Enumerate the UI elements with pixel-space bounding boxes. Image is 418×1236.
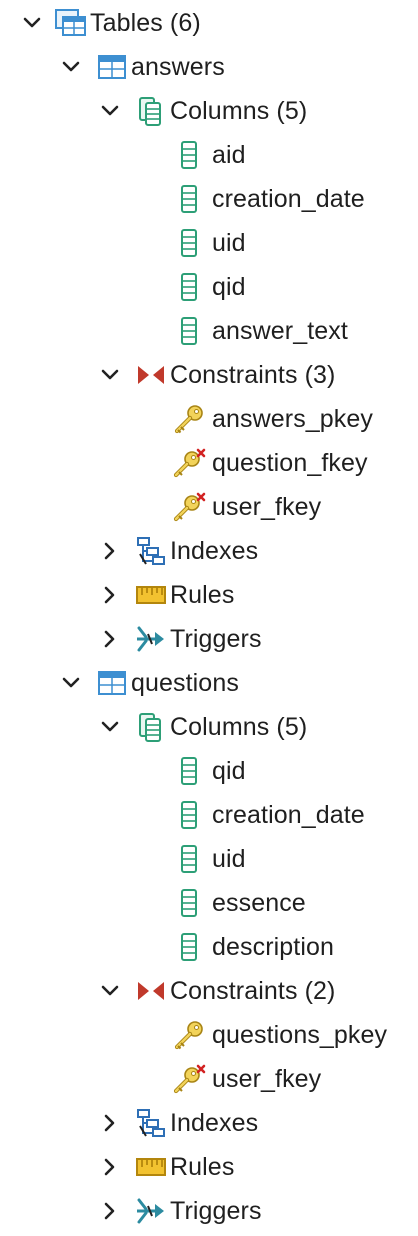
column-icon: [172, 140, 206, 170]
triggers-icon: [134, 1196, 168, 1226]
tree-node-label: Indexes: [170, 1109, 259, 1137]
chevron-right-icon[interactable]: [98, 627, 122, 651]
tree-node-constraints[interactable]: Constraints (3): [98, 353, 335, 397]
tree-leaf-constraint[interactable]: user_fkey: [172, 1057, 321, 1101]
column-icon: [172, 932, 206, 962]
indexes-icon: [134, 1108, 168, 1138]
chevron-down-icon[interactable]: [98, 363, 122, 387]
tree-node-label: Tables (6): [90, 9, 201, 37]
tree-node-table-answers[interactable]: answers: [59, 45, 225, 89]
tree-node-label: Rules: [170, 581, 235, 609]
tree-leaf-label: user_fkey: [212, 493, 322, 521]
column-icon: [172, 888, 206, 918]
tree-node-label: questions: [131, 669, 239, 697]
primary-key-icon: [172, 404, 206, 434]
tree-leaf-label: uid: [212, 845, 246, 873]
indexes-icon: [134, 536, 168, 566]
column-icon: [172, 800, 206, 830]
tree-leaf-column[interactable]: creation_date: [172, 793, 365, 837]
tree-leaf-column[interactable]: qid: [172, 265, 246, 309]
table-icon: [95, 668, 129, 698]
tree-leaf-label: user_fkey: [212, 1065, 322, 1093]
tree-leaf-column[interactable]: qid: [172, 749, 246, 793]
chevron-down-icon[interactable]: [20, 11, 44, 35]
tree-node-indexes[interactable]: Indexes: [98, 1101, 258, 1145]
chevron-right-icon[interactable]: [98, 583, 122, 607]
chevron-right-icon[interactable]: [98, 1111, 122, 1135]
tree-node-label: Triggers: [170, 1197, 262, 1225]
chevron-down-icon[interactable]: [59, 671, 83, 695]
rules-icon: [134, 1152, 168, 1182]
tree-leaf-label: answers_pkey: [212, 405, 374, 433]
tree-leaf-label: questions_pkey: [212, 1021, 388, 1049]
tree-leaf-label: qid: [212, 273, 246, 301]
tree-node-label: Columns (5): [170, 97, 308, 125]
tree-node-constraints[interactable]: Constraints (2): [98, 969, 335, 1013]
foreign-key-icon: [172, 448, 206, 478]
tree-node-triggers[interactable]: Triggers: [98, 617, 262, 661]
chevron-down-icon[interactable]: [98, 979, 122, 1003]
tree-leaf-label: uid: [212, 229, 246, 257]
tree-node-triggers[interactable]: Triggers: [98, 1189, 262, 1233]
tree-leaf-constraint[interactable]: question_fkey: [172, 441, 368, 485]
chevron-right-icon[interactable]: [98, 1199, 122, 1223]
chevron-right-icon[interactable]: [98, 1155, 122, 1179]
tree-node-label: Constraints (2): [170, 977, 336, 1005]
constraints-icon: [134, 976, 168, 1006]
tree-leaf-constraint[interactable]: user_fkey: [172, 485, 321, 529]
column-icon: [172, 756, 206, 786]
tree-leaf-label: answer_text: [212, 317, 348, 345]
chevron-down-icon[interactable]: [98, 99, 122, 123]
foreign-key-icon: [172, 492, 206, 522]
rules-icon: [134, 580, 168, 610]
tree-leaf-column[interactable]: description: [172, 925, 334, 969]
tree-node-label: Constraints (3): [170, 361, 336, 389]
primary-key-icon: [172, 1020, 206, 1050]
tree-leaf-label: creation_date: [212, 185, 365, 213]
tree-node-table-questions[interactable]: questions: [59, 661, 239, 705]
tree-node-columns[interactable]: Columns (5): [98, 705, 307, 749]
tree-node-indexes[interactable]: Indexes: [98, 529, 258, 573]
foreign-key-icon: [172, 1064, 206, 1094]
tree-leaf-label: description: [212, 933, 334, 961]
tree-node-rules[interactable]: Rules: [98, 1145, 234, 1189]
column-icon: [172, 184, 206, 214]
tables-icon: [54, 8, 88, 38]
tree-leaf-column[interactable]: uid: [172, 837, 246, 881]
tree-leaf-label: aid: [212, 141, 246, 169]
table-icon: [95, 52, 129, 82]
tree-node-label: answers: [131, 53, 225, 81]
tree-node-label: Indexes: [170, 537, 259, 565]
tree-leaf-column[interactable]: creation_date: [172, 177, 365, 221]
tree-leaf-label: qid: [212, 757, 246, 785]
tree-leaf-column[interactable]: aid: [172, 133, 246, 177]
tree-leaf-constraint[interactable]: answers_pkey: [172, 397, 373, 441]
triggers-icon: [134, 624, 168, 654]
tree-leaf-column[interactable]: answer_text: [172, 309, 348, 353]
columns-icon: [134, 96, 168, 126]
column-icon: [172, 316, 206, 346]
column-icon: [172, 844, 206, 874]
tree-node-label: Triggers: [170, 625, 262, 653]
tree-node-label: Columns (5): [170, 713, 308, 741]
constraints-icon: [134, 360, 168, 390]
column-icon: [172, 228, 206, 258]
tree-node-label: Rules: [170, 1153, 235, 1181]
chevron-down-icon[interactable]: [98, 715, 122, 739]
tree-leaf-label: question_fkey: [212, 449, 368, 477]
tree-leaf-constraint[interactable]: questions_pkey: [172, 1013, 387, 1057]
tree-node-rules[interactable]: Rules: [98, 573, 234, 617]
column-icon: [172, 272, 206, 302]
tree-leaf-label: essence: [212, 889, 306, 917]
tree-leaf-column[interactable]: uid: [172, 221, 246, 265]
tree-node-columns[interactable]: Columns (5): [98, 89, 307, 133]
tree-node-tables[interactable]: Tables (6): [20, 1, 201, 45]
tree-leaf-column[interactable]: essence: [172, 881, 306, 925]
chevron-down-icon[interactable]: [59, 55, 83, 79]
tree-leaf-label: creation_date: [212, 801, 365, 829]
chevron-right-icon[interactable]: [98, 539, 122, 563]
columns-icon: [134, 712, 168, 742]
